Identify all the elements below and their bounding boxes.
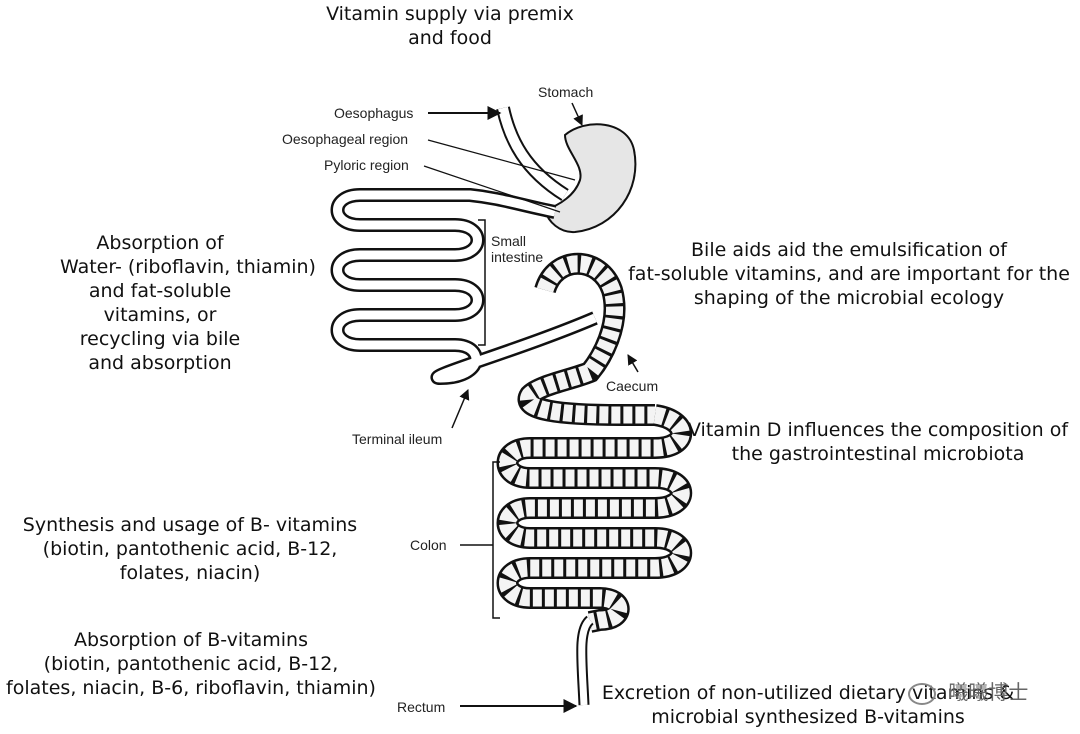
note-line: folates, niacin, B-6, riboflavin, thiami… — [6, 677, 376, 699]
label-terminal-ileum: Terminal ileum — [352, 431, 443, 447]
rectum-shape — [576, 615, 595, 706]
small-intestine-line-2: intestine — [491, 249, 544, 265]
note-line: fat-soluble vitamins, and are important … — [628, 263, 1070, 285]
watermark-text: 曦曦博士 — [948, 680, 1029, 704]
oesophageal-region-pointer — [427, 139, 576, 181]
note-line: vitamins, or — [103, 304, 217, 326]
note-line: Absorption of — [96, 232, 224, 254]
note-vitamin-d: Vitamin D influences the composition of … — [680, 418, 1076, 466]
note-bile: Bile aids aid the emulsification of fat-… — [620, 238, 1078, 310]
terminal-ileum-arrow — [451, 389, 470, 429]
stomach-arrow — [571, 102, 583, 126]
colon-bracket — [492, 461, 500, 619]
label-caecum: Caecum — [606, 378, 659, 394]
note-line: Synthesis and usage of B- vitamins — [22, 514, 358, 536]
note-absorption-water: Absorption of Water- (riboflavin, thiami… — [60, 231, 316, 375]
label-stomach: Stomach — [538, 84, 594, 100]
title-line-2: and food — [408, 27, 492, 49]
note-line: Water- (riboflavin, thiamin) — [60, 256, 316, 278]
note-line: (biotin, pantothenic acid, B-12, — [43, 653, 339, 675]
oesophagus-shape — [496, 106, 569, 201]
label-oesophageal-region: Oesophageal region — [282, 131, 409, 147]
note-line: microbial synthesized B-vitamins — [651, 706, 965, 728]
note-synthesis: Synthesis and usage of B- vitamins (biot… — [20, 513, 360, 585]
note-absorption-b: Absorption of B-vitamins (biotin, pantot… — [0, 628, 382, 700]
note-line: recycling via bile — [79, 328, 241, 350]
label-small-intestine: Small intestine — [491, 233, 543, 265]
label-pyloric-region: Pyloric region — [324, 157, 409, 173]
note-line: the gastrointestinal microbiota — [731, 443, 1025, 465]
note-line: and fat-soluble — [88, 280, 232, 302]
note-line: Vitamin D influences the composition of — [687, 419, 1069, 441]
label-colon: Colon — [410, 537, 447, 553]
watermark: 曦曦博士 — [908, 676, 1028, 705]
pyloric-region-pointer — [423, 165, 561, 213]
caecum-arrow — [627, 354, 639, 373]
label-oesophagus: Oesophagus — [334, 105, 414, 121]
stomach-shape — [543, 123, 637, 234]
page-title: Vitamin supply via premix and food — [300, 2, 600, 50]
small-intestine-line-1: Small — [491, 233, 527, 249]
note-line: and absorption — [88, 352, 232, 374]
label-rectum: Rectum — [397, 699, 446, 715]
small-intestine-bracket — [478, 219, 486, 346]
title-line-1: Vitamin supply via premix — [326, 3, 574, 25]
wechat-icon — [908, 682, 936, 705]
note-line: folates, niacin) — [119, 562, 261, 584]
colon-shape — [496, 404, 692, 633]
small-intestine-shape — [330, 188, 598, 386]
note-line: (biotin, pantothenic acid, B-12, — [42, 538, 338, 560]
note-line: Bile aids aid the emulsification of — [691, 239, 1007, 261]
note-line: shaping of the microbial ecology — [693, 287, 1005, 309]
caecum-shape — [517, 252, 655, 426]
note-line: Absorption of B-vitamins — [74, 629, 308, 651]
